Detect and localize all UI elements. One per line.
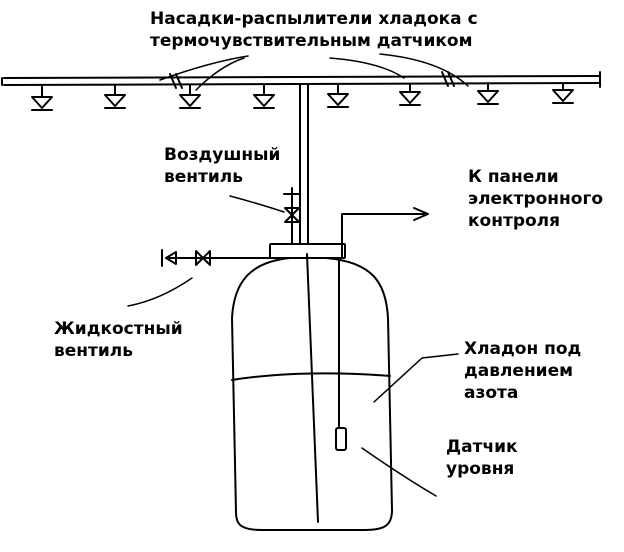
panel-label: К панели электронного контроля	[468, 166, 603, 232]
nozzles-label: Насадки-распылители хладока с термочувст…	[150, 8, 478, 52]
liquid-valve-label-line2: вентиль	[54, 341, 133, 361]
nozzle	[327, 83, 349, 108]
panel-label-line1: К панели	[468, 167, 559, 187]
freon-label: Хладон под давлением азота	[464, 338, 581, 404]
nozzle-row	[31, 82, 574, 111]
nozzle	[477, 82, 499, 105]
panel-label-line2: электронного	[468, 189, 604, 209]
sensor-label-line1: Датчик	[446, 437, 518, 457]
nozzle	[552, 82, 574, 104]
nozzle-leaders	[159, 53, 469, 91]
freon-label-line1: Хладон под	[464, 339, 582, 359]
callout-leaders	[361, 353, 459, 497]
nozzle	[104, 84, 126, 109]
liquid-valve-label-line1: Жидкостный	[54, 319, 183, 339]
nozzles-label-line1: Насадки-распылители хладока с	[150, 9, 478, 29]
nozzle	[179, 84, 201, 109]
air-valve	[229, 187, 301, 245]
nozzles-label-line2: термочувствительным датчиком	[150, 31, 473, 51]
sensor-label: Датчик уровня	[446, 436, 518, 480]
level-sensor	[335, 257, 347, 451]
air-valve-label-line1: Воздушный	[164, 145, 281, 165]
nozzle	[31, 84, 53, 111]
freon-label-line3: азота	[464, 383, 519, 403]
control-line	[341, 207, 429, 259]
freon-cylinder	[231, 243, 393, 531]
panel-label-line3: контроля	[468, 211, 561, 231]
freon-label-line2: давлением	[464, 361, 574, 381]
air-valve-label-line2: вентиль	[164, 167, 243, 187]
liquid-valve	[127, 249, 271, 307]
liquid-valve-label: Жидкостный вентиль	[54, 318, 183, 362]
sensor-label-line2: уровня	[446, 459, 515, 479]
air-valve-label: Воздушный вентиль	[164, 144, 280, 188]
riser-pipe	[299, 83, 319, 523]
nozzle	[253, 83, 275, 109]
nozzle	[399, 83, 421, 106]
distribution-pipe	[1, 71, 601, 89]
